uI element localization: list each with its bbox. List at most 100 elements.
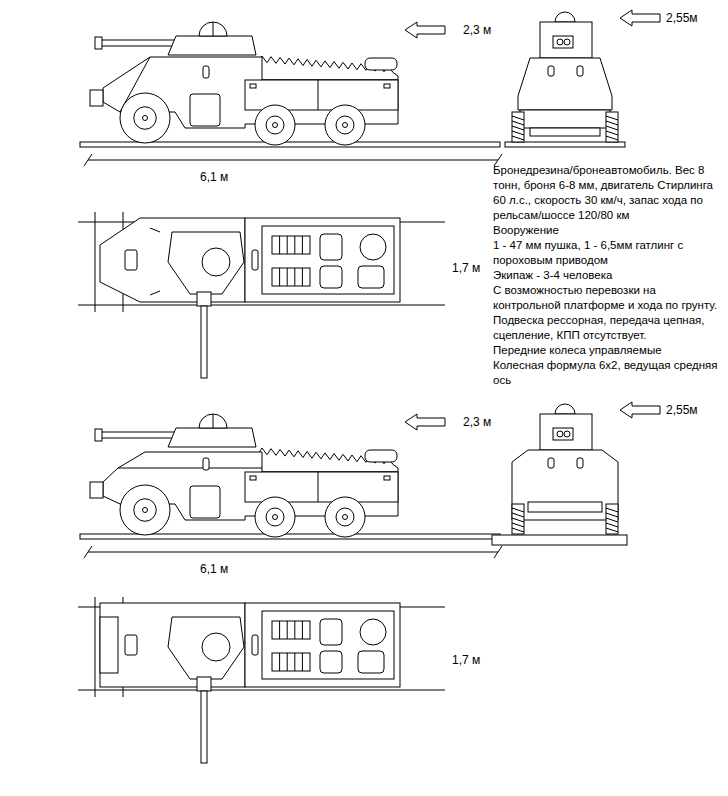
box-latch [250,476,256,480]
dimension-arrow [620,402,660,418]
dimension-line [88,160,498,161]
rail [78,690,445,691]
radiator [272,621,310,639]
radiator-fin [302,236,303,254]
dimension-label: 6,1 м [200,562,228,576]
wheel-front [512,112,524,142]
wheel-axle [143,116,148,121]
cupola-plan [202,248,230,276]
vision-slot [203,458,209,470]
tread-hatch [512,121,524,125]
side-door [190,486,220,518]
hull-nose-plan [100,617,118,673]
dimension-tick [494,546,502,558]
description-text: Колесная формула 6х2, ведущая средняя ос… [493,358,721,388]
engine-block [320,619,342,645]
turret [168,36,256,55]
wheel-hub [266,508,284,526]
tread-hatch [606,131,618,135]
tread-hatch [512,518,524,522]
radiator-fin [294,653,295,671]
rail [78,305,445,306]
side-view [80,402,660,558]
spiked-deck [258,56,398,80]
dimension-tick [84,546,92,558]
turret-front [540,22,592,58]
description-text: Бронедрезина/бронеавтомобиль. Вес 8 тонн… [493,163,721,223]
cupola-seam [213,414,214,428]
radiator-fin [287,653,288,671]
lower-hull [528,502,602,512]
driver-hatch [125,635,137,655]
gun-mantlet [553,36,573,48]
radiator-fin [302,653,303,671]
top-view [78,212,445,378]
wheel-hub [336,116,354,134]
cupola-seam [213,22,214,36]
tread-hatch [512,126,524,130]
wheel [325,497,365,537]
wheel-front [606,112,618,142]
top-view [78,597,445,763]
side-box [245,80,398,110]
side-box [245,472,398,502]
tread-hatch [606,513,618,517]
cupola-plan [202,633,230,661]
headlight [90,482,103,498]
turret [168,428,256,447]
commander-cupola [199,414,227,428]
engine-deck [245,218,400,302]
radiator [272,268,310,286]
cylinder [360,619,386,645]
muffler [365,58,397,70]
commander-cupola [555,404,575,414]
engine-block [320,234,342,260]
cannon-barrel [100,432,175,438]
hatch [252,635,258,655]
radiator-fin [302,621,303,639]
description-text: 1 - 47 мм пушка, 1 - 6,5мм гатлинг с пор… [493,238,721,268]
wheel [325,105,365,145]
side-door [190,94,220,126]
dimension-arrow [405,414,445,430]
dimension-label: 2,3 м [463,23,491,37]
box-divider [318,472,319,502]
box-latch [250,84,256,88]
hull-front [518,58,612,110]
wheel [255,105,295,145]
dimension-line [88,552,498,553]
wheel-axle [273,515,278,520]
vent [150,228,160,232]
description-text: Передние колеса управляемые [493,343,721,358]
tread-hatch [512,528,524,532]
description-text: С возможностью перевозки на контрольной … [493,283,721,343]
radiator-fin [294,268,295,286]
tread-hatch [606,508,618,512]
side-view [80,10,660,166]
gun-mantlet-plan [197,292,211,306]
vision-slot [577,458,583,468]
driver-hatch [125,250,137,270]
tread-hatch [512,513,524,517]
tread-hatch [512,508,524,512]
hull-front-plan [100,603,245,687]
wheel-axle [343,515,348,520]
muffler [365,450,397,462]
dimension-arrow [620,10,660,26]
tread-hatch [606,126,618,130]
tread-hatch [512,523,524,527]
engine-block [320,651,342,673]
tread-hatch [512,116,524,120]
rail-tie [95,597,96,697]
commander-cupola [199,22,227,36]
wheel-hub [134,499,157,522]
description-text: Экипаж - 3-4 человека [493,268,721,283]
tread-hatch [606,523,618,527]
radiator [272,653,310,671]
dimension-label: 2,3 м [463,415,491,429]
radiator-fin [279,621,280,639]
wheel-hub [336,508,354,526]
gun-port [557,39,563,45]
